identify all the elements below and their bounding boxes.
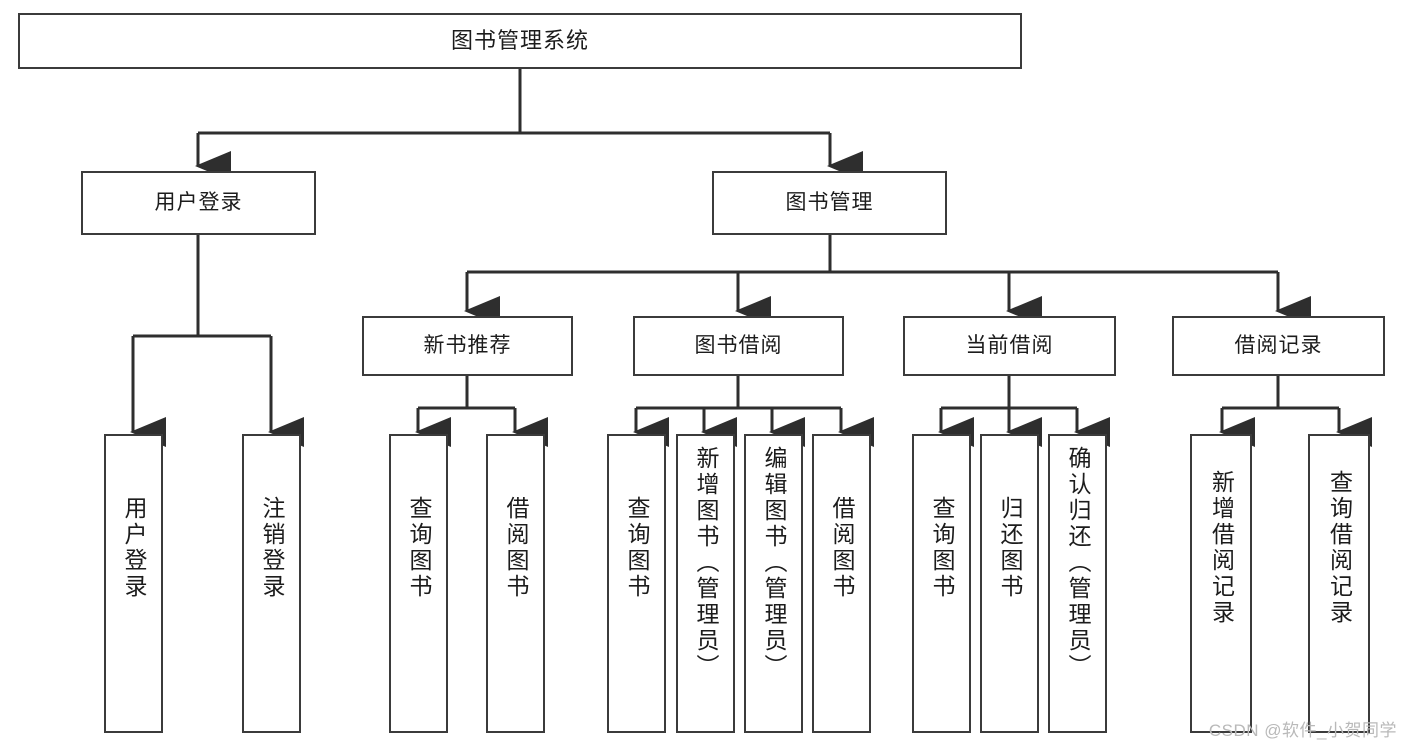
node-label: 确认归还（管理员）: [1065, 446, 1091, 680]
node-label: 新增图书（管理员）: [693, 446, 719, 680]
node-label: 查询借阅记录: [1326, 470, 1353, 626]
node-leaf-query-book-1[interactable]: 查询图书: [389, 434, 448, 733]
node-leaf-confirm-return[interactable]: 确认归还（管理员）: [1048, 434, 1107, 733]
node-root-book-management-system[interactable]: 图书管理系统: [18, 13, 1022, 69]
node-leaf-query-book-2[interactable]: 查询图书: [607, 434, 666, 733]
node-label: 注销登录: [259, 496, 285, 600]
node-leaf-add-book[interactable]: 新增图书（管理员）: [676, 434, 735, 733]
node-current-borrow[interactable]: 当前借阅: [903, 316, 1116, 376]
node-book-borrow[interactable]: 图书借阅: [633, 316, 844, 376]
node-leaf-query-record[interactable]: 查询借阅记录: [1308, 434, 1370, 733]
node-leaf-return-book[interactable]: 归还图书: [980, 434, 1039, 733]
node-label: 图书管理系统: [450, 28, 589, 54]
node-leaf-edit-book[interactable]: 编辑图书（管理员）: [744, 434, 803, 733]
node-label: 借阅记录: [1234, 333, 1323, 357]
node-label: 借阅图书: [503, 496, 529, 600]
node-leaf-borrow-book-2[interactable]: 借阅图书: [812, 434, 871, 733]
node-label: 用户登录: [154, 190, 243, 214]
node-borrow-record[interactable]: 借阅记录: [1172, 316, 1385, 376]
csdn-watermark: CSDN @软件_小贺同学: [1208, 721, 1397, 740]
node-leaf-query-book-3[interactable]: 查询图书: [912, 434, 971, 733]
node-label: 用户登录: [121, 496, 147, 600]
node-label: 归还图书: [997, 496, 1023, 600]
node-leaf-borrow-book-1[interactable]: 借阅图书: [486, 434, 545, 733]
node-label: 编辑图书（管理员）: [761, 446, 787, 680]
node-book-manage[interactable]: 图书管理: [712, 171, 947, 235]
node-label: 新增借阅记录: [1208, 470, 1235, 626]
node-leaf-add-record[interactable]: 新增借阅记录: [1190, 434, 1252, 733]
node-user-login[interactable]: 用户登录: [81, 171, 316, 235]
node-label: 借阅图书: [829, 496, 855, 600]
node-label: 新书推荐: [423, 333, 512, 357]
node-label: 图书管理: [785, 190, 874, 214]
node-label: 当前借阅: [965, 333, 1054, 357]
node-label: 查询图书: [929, 496, 955, 600]
node-label: 查询图书: [624, 496, 650, 600]
node-label: 图书借阅: [694, 333, 783, 357]
node-leaf-logout[interactable]: 注销登录: [242, 434, 301, 733]
node-new-book-recommend[interactable]: 新书推荐: [362, 316, 573, 376]
node-label: 查询图书: [406, 496, 432, 600]
node-leaf-user-login[interactable]: 用户登录: [104, 434, 163, 733]
